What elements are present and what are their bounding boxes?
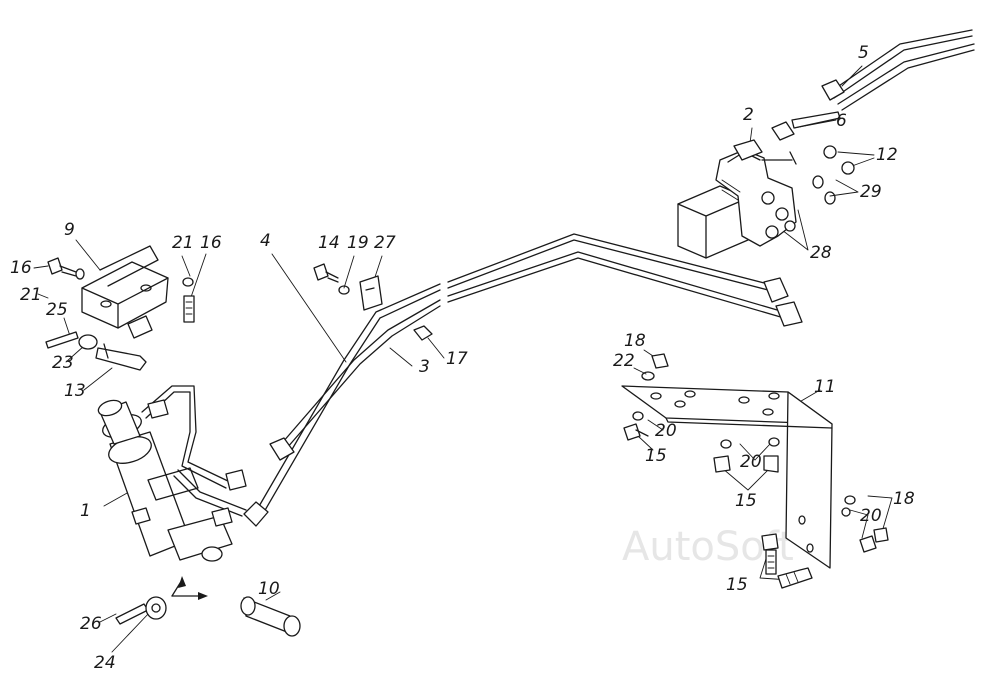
callout-label: 29	[860, 182, 882, 202]
callout-label: 21	[172, 233, 194, 253]
callout-label: 5	[858, 43, 869, 63]
callout-label: 27	[374, 233, 396, 253]
callout-label: 20	[740, 452, 762, 472]
callout-label: 16	[200, 233, 222, 253]
callout-label: 18	[624, 331, 646, 351]
callout-label: 24	[94, 653, 116, 673]
pneumatic-valve-2	[677, 139, 855, 259]
bracket-9	[45, 245, 195, 371]
callout-label: 1	[80, 501, 91, 521]
pipe-assembly-3-4	[243, 233, 803, 527]
hardware-14-19-27	[313, 263, 383, 311]
pipe-assembly-5-6	[771, 29, 975, 141]
callout-label: 20	[655, 421, 677, 441]
callout-label: 22	[613, 351, 635, 371]
callout-label: 9	[64, 220, 75, 240]
air-cylinder-1	[97, 385, 247, 562]
callout-label: 13	[64, 381, 86, 401]
callout-label: 12	[876, 145, 898, 165]
pin-and-washer	[115, 596, 301, 637]
callout-label: 4	[260, 231, 271, 251]
callout-label: 20	[860, 506, 882, 526]
callout-label: 17	[446, 349, 468, 369]
callout-label: 15	[726, 575, 748, 595]
callout-label: 25	[46, 300, 68, 320]
callout-label: 18	[893, 489, 915, 509]
callout-label: 28	[810, 243, 832, 263]
callout-label: 15	[735, 491, 757, 511]
callout-label: 2	[743, 105, 754, 125]
callout-label: 15	[645, 446, 667, 466]
callout-label: 26	[80, 614, 102, 634]
callout-label: 19	[347, 233, 369, 253]
callout-label: 14	[318, 233, 340, 253]
callout-label: 11	[814, 377, 836, 397]
callout-label: 23	[52, 353, 74, 373]
callout-labels: 1234569101112131415151516161718181920202…	[10, 43, 915, 673]
callout-label: 16	[10, 258, 32, 278]
direction-arrows	[171, 576, 208, 600]
mounting-bracket-11	[621, 353, 889, 589]
callout-label: 21	[20, 285, 42, 305]
callout-label: 3	[419, 357, 430, 377]
callout-label: 6	[836, 111, 847, 131]
callout-label: 10	[258, 579, 280, 599]
leader-lines	[33, 65, 893, 653]
